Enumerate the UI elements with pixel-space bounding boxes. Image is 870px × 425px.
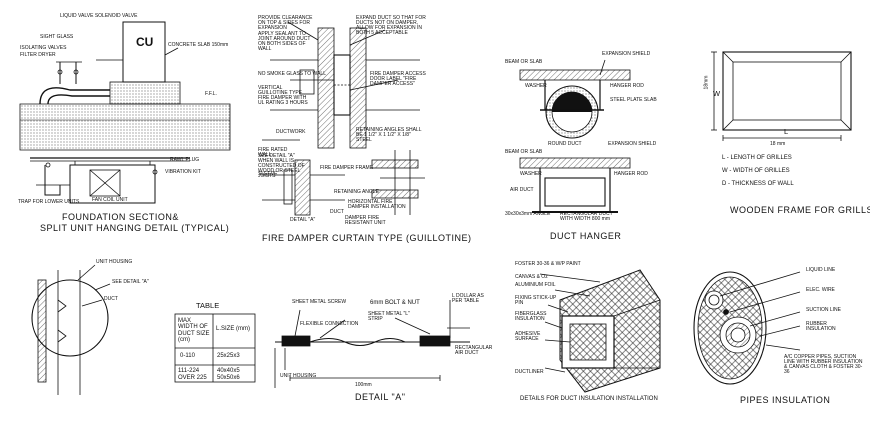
table-cell-l-2: 40x40x5 bbox=[217, 368, 240, 374]
duct-insulation-drawing bbox=[539, 269, 661, 393]
hanger-air-duct: AIR DUCT bbox=[510, 187, 534, 193]
unit-housing-drawing bbox=[31, 264, 111, 395]
insul-foster: FOSTER 30-36 & W/P PAINT bbox=[515, 261, 581, 267]
detail-a-drawing bbox=[274, 300, 470, 388]
hanger-rect-duct: RECTANGULAR DUCT WITH WIDTH 800 mm bbox=[560, 211, 613, 222]
pipes-title: PIPES INSULATION bbox=[740, 395, 831, 405]
pipes-liquid-line: LIQUID LINE bbox=[806, 267, 836, 273]
insul-fixing: FIXING STICK-UP PIN bbox=[515, 295, 557, 306]
foundation-title-line1: FOUNDATION SECTION& bbox=[62, 212, 179, 222]
pipes-note: A/C COPPER PIPES, SUCTION LINE WITH RUBB… bbox=[784, 354, 863, 375]
damper-note-frame: FIRE DAMPER FRAME bbox=[320, 165, 374, 171]
pipes-elec-wire: ELEC. WIRE bbox=[806, 287, 835, 293]
damper-note-detail-a: SEE DETAIL "A" WHEN WALL IS CONSTRUCTED … bbox=[258, 153, 305, 179]
insul-canvas: CANVAS & Oz bbox=[515, 274, 548, 280]
wooden-frame-drawing bbox=[711, 51, 852, 141]
duct-hanger-drawing bbox=[519, 59, 631, 213]
hanger-rod-2: HANGER ROD bbox=[614, 171, 648, 177]
vibration-kit-label: VIBRATION KIT bbox=[165, 169, 201, 175]
hanger-rod: HANGER ROD bbox=[610, 83, 644, 89]
rawl-plug-label: RAWL PLUG bbox=[170, 157, 200, 163]
table-cell-size-1: 0-110 bbox=[180, 353, 195, 359]
damper-note-guillotine: VERTICAL GUILLOTINE TYPE FIRE DAMPER WIT… bbox=[258, 85, 308, 106]
detail-a-l-dollar: L DOLLAR AS PER TABLE bbox=[452, 293, 484, 304]
frame-w-dim: W bbox=[713, 89, 721, 98]
hanger-expansion-shield-2: EXPANSION SHIELD bbox=[608, 141, 657, 147]
isolating-valves-label: ISOLATING VALVES bbox=[20, 45, 67, 51]
insul-fiberglass: FIBERGLASS INSULATION bbox=[515, 311, 547, 322]
trap-label: TRAP FOR LOWER UNITS bbox=[18, 199, 80, 205]
foundation-drawing bbox=[19, 21, 231, 204]
fan-coil-label: FAN COIL UNIT bbox=[92, 197, 128, 203]
foundation-title-line2: SPLIT UNIT HANGING DETAIL (TYPICAL) bbox=[40, 223, 230, 233]
insul-ductliner: DUCTLINER bbox=[515, 369, 544, 375]
damper-note-angle: RETAINING ANGLE bbox=[334, 189, 379, 195]
ffl-label: F.F.L. bbox=[205, 91, 217, 97]
hanger-title: DUCT HANGER bbox=[550, 231, 622, 241]
damper-note-horizontal: HORIZONTAL FIRE DAMPER INSTALLATION bbox=[348, 199, 406, 210]
insul-title: DETAILS FOR DUCT INSULATION INSTALLATION bbox=[520, 396, 658, 402]
damper-note-detail-a2: DETAIL "A" bbox=[290, 217, 316, 223]
detail-a-flexible: FLEXIBLE CONNECTION bbox=[300, 321, 359, 327]
detail-a-screw: SHEET METAL SCREW bbox=[292, 299, 347, 305]
damper-note-retaining: RETAINING ANGLES SHALL BE 1 1/2" X 1 1/2… bbox=[356, 127, 422, 143]
table-cell-size-2: 111-224 bbox=[178, 368, 200, 374]
damper-note-sealant: APPLY SEALANT TO JOINT AROUND DUCT ON BO… bbox=[258, 31, 311, 52]
damper-note-resistant: DAMPER FIRE RESISTANT UNIT bbox=[345, 215, 386, 226]
hanger-round-duct: ROUND DUCT bbox=[548, 141, 582, 147]
pipes-rubber: RUBBER INSULATION bbox=[806, 321, 836, 332]
table-header-l: L.SIZE (mm) bbox=[216, 326, 250, 332]
detail-a-strip: SHEET METAL "L" STRIP bbox=[368, 311, 410, 322]
hanger-beam-2: BEAM OR SLAB bbox=[505, 149, 543, 155]
damper-note-expand: EXPAND DUCT SO THAT FOR DUCTS NOT ON DAM… bbox=[356, 15, 426, 36]
liquid-valve-label: LIQUID VALVE SOLENOID VALVE bbox=[60, 13, 138, 19]
hanger-beam: BEAM OR SLAB bbox=[505, 59, 543, 65]
filter-dryer-label: FILTER DRYER bbox=[20, 52, 56, 58]
insul-foil: ALUMINIUM FOIL bbox=[515, 282, 556, 288]
housing-label: UNIT HOUSING bbox=[96, 259, 133, 265]
damper-note-duct: DUCT bbox=[330, 209, 344, 215]
frame-legend-l: L - LENGTH OF GRILLES bbox=[722, 155, 792, 161]
damper-note-access: FIRE DAMPER ACCESS DOOR LABEL "FIRE DAMP… bbox=[370, 71, 426, 87]
detail-a-title: DETAIL "A" bbox=[355, 392, 406, 402]
frame-height-dim: 18mm bbox=[703, 75, 710, 90]
table-cell-size-3: OVER 225 bbox=[178, 375, 207, 381]
damper-note-smoke: NO SMOKE GLASS TO WALL bbox=[258, 71, 326, 77]
pipes-suction-line: SUCTION LINE bbox=[806, 307, 842, 313]
pipes-insulation-drawing bbox=[693, 271, 801, 385]
hanger-steel-plate: STEEL PLATE SLAB bbox=[610, 97, 657, 103]
concrete-slab-label: CONCRETE SLAB 150mm bbox=[168, 42, 229, 48]
hanger-washer: WASHER bbox=[525, 83, 547, 89]
table-title: TABLE bbox=[196, 301, 220, 310]
detail-a-bolt: 6mm BOLT & NUT bbox=[370, 300, 420, 306]
damper-title: FIRE DAMPER CURTAIN TYPE (GUILLOTINE) bbox=[262, 233, 472, 243]
cu-label: CU bbox=[136, 35, 154, 49]
detail-a-rect-duct: RECTANGULAR AIR DUCT bbox=[455, 345, 493, 356]
hanger-expansion-shield: EXPANSION SHIELD bbox=[602, 51, 651, 57]
damper-note-ductwork: DUCTWORK bbox=[276, 129, 306, 135]
housing-duct: DUCT bbox=[104, 296, 118, 302]
table-header-size: MAX WIDTH OF DUCT SIZE (cm) bbox=[178, 318, 210, 343]
table-cell-l-3: 50x50x6 bbox=[217, 375, 240, 381]
detail-a-unit-housing: UNIT HOUSING bbox=[280, 373, 317, 379]
table-cell-l-1: 25x25x3 bbox=[217, 353, 240, 359]
table-grid bbox=[174, 313, 256, 383]
detail-a-dim: 100mm bbox=[355, 382, 372, 388]
housing-see-detail: SEE DETAIL "A" bbox=[112, 279, 149, 285]
damper-note-sleeve: SLEEVE bbox=[258, 171, 278, 177]
frame-legend-d: D - THICKNESS OF WALL bbox=[722, 181, 794, 187]
insul-adhesive: ADHESIVE SURFACE bbox=[515, 331, 541, 342]
sight-glass-label: SIGHT GLASS bbox=[40, 34, 74, 40]
frame-l-dim: L bbox=[784, 127, 789, 136]
hanger-washer-2: WASHER bbox=[520, 171, 542, 177]
damper-note-clearance: PROVIDE CLEARANCE ON TOP & SIDES FOR EXP… bbox=[258, 15, 313, 31]
fire-damper-drawing bbox=[262, 21, 425, 216]
frame-legend-w: W - WIDTH OF GRILLES bbox=[722, 168, 790, 174]
damper-note-fire-wall: FIRE RATED WALL bbox=[258, 147, 288, 158]
frame-title: WOODEN FRAME FOR GRILLS bbox=[730, 205, 870, 215]
hanger-angle: 30x30x3mm ANGLE bbox=[505, 211, 551, 217]
frame-depth-dim: 18 mm bbox=[770, 141, 786, 147]
